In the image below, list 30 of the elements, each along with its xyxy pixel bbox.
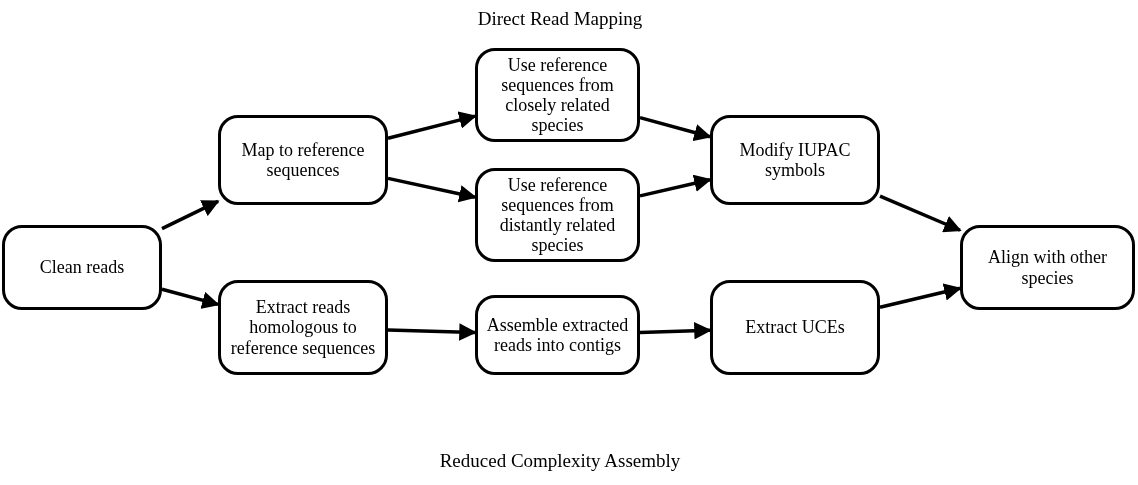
box-text: Assemble extracted reads into contigs — [486, 314, 629, 356]
arrow — [161, 287, 220, 309]
arrow — [161, 199, 220, 231]
section-label: Direct Read Mapping — [477, 8, 643, 30]
box-text: Extract UCEs — [745, 317, 845, 338]
process-box — [475, 168, 640, 262]
arrow — [639, 115, 712, 141]
process-box — [475, 295, 640, 375]
box-text: Align with other species — [987, 247, 1108, 288]
process-box — [2, 225, 162, 310]
box-text: Modify IUPAC symbols — [738, 139, 852, 181]
process-box — [710, 115, 880, 205]
arrow — [879, 283, 962, 309]
arrow — [639, 321, 712, 340]
box-text: Extract reads homologous to reference sequences — [229, 297, 377, 358]
box-text: Clean reads — [39, 257, 125, 278]
section-label: Reduced Complexity Assembly — [439, 450, 681, 472]
process-box — [710, 280, 880, 375]
process-box — [475, 48, 640, 142]
arrow — [879, 194, 962, 233]
process-box — [218, 280, 388, 375]
process-box — [960, 225, 1135, 310]
box-text: Use reference sequences from distantly related species — [498, 174, 617, 256]
box-text: Use reference sequences from closely related species — [500, 54, 615, 136]
process-box — [218, 115, 388, 205]
arrow — [387, 111, 477, 140]
box-text: Map to reference sequences — [240, 139, 366, 181]
arrow — [387, 176, 477, 203]
arrow — [387, 323, 477, 341]
arrow — [639, 174, 712, 198]
